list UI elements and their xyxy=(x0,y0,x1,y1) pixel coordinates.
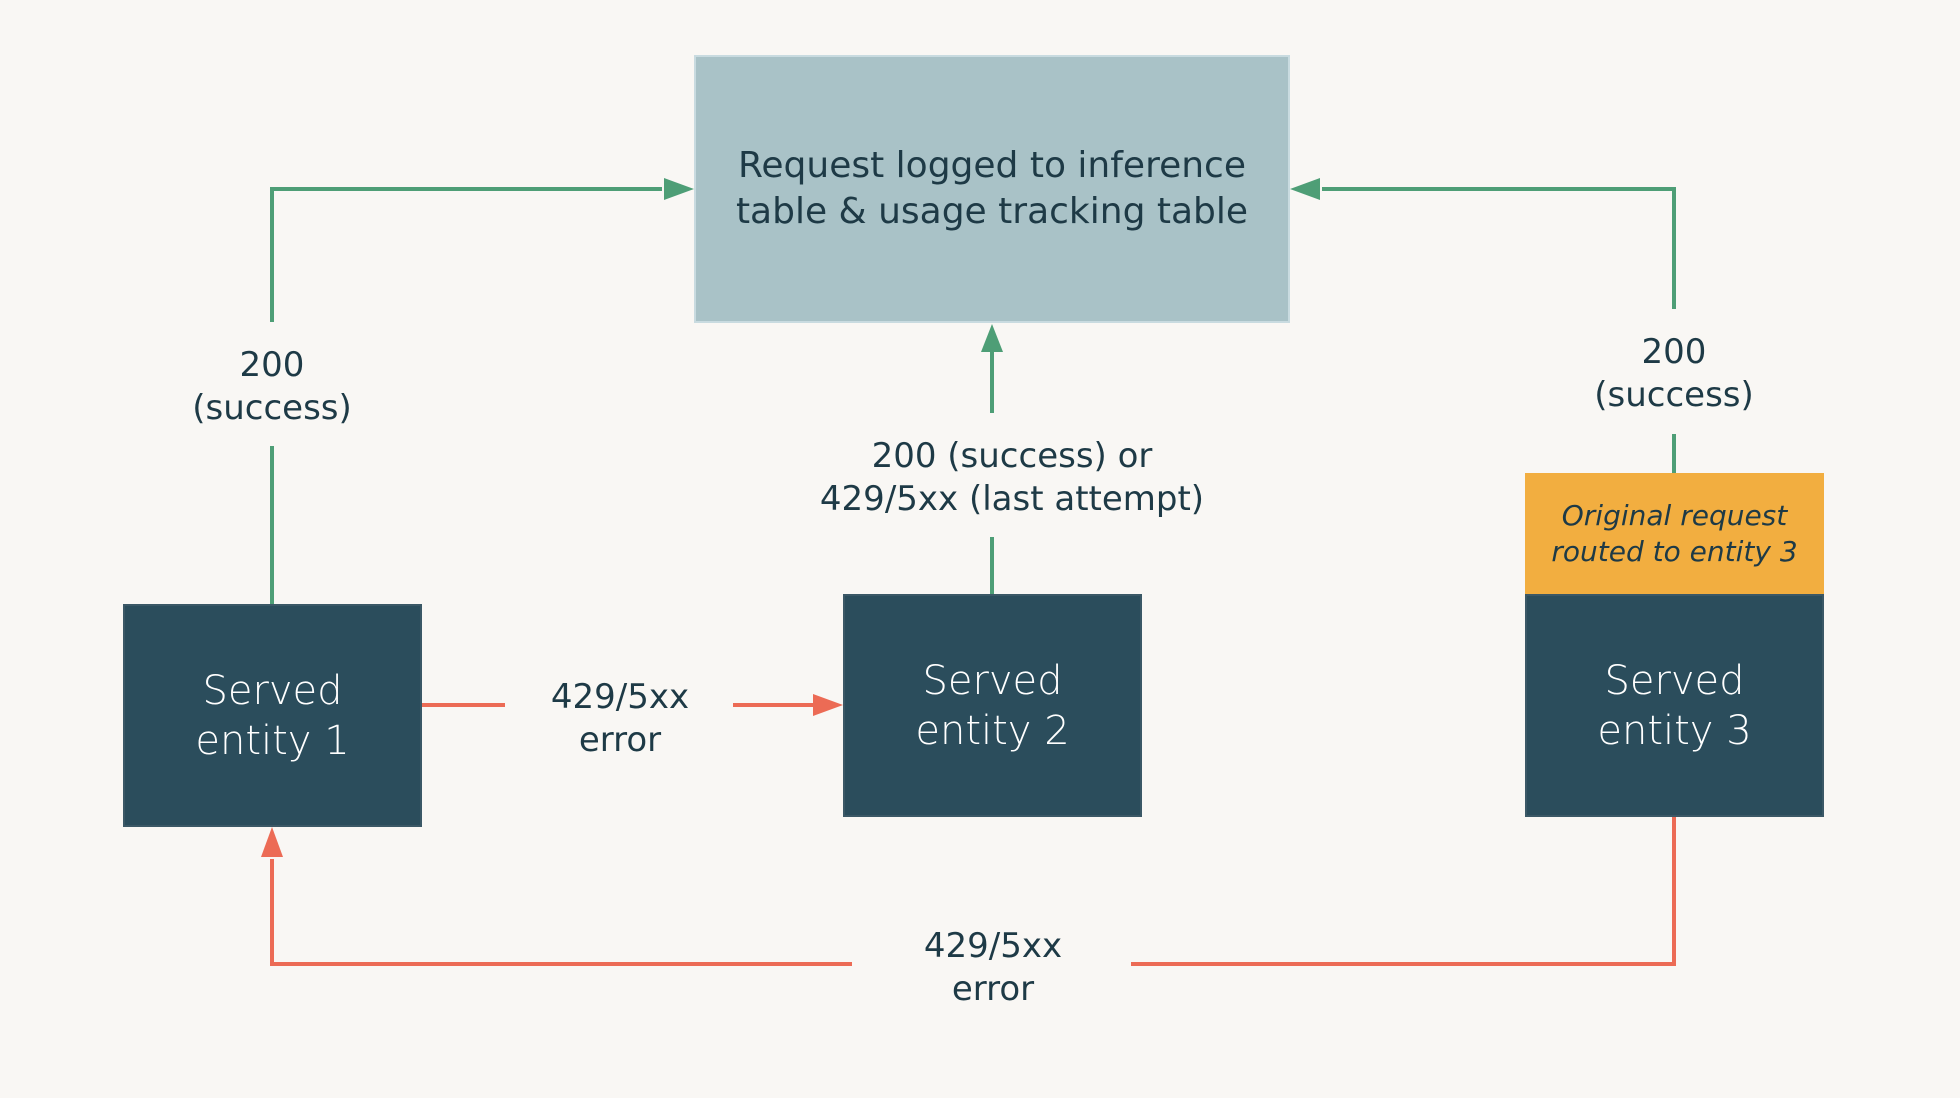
entity3-error-arrow xyxy=(270,859,852,966)
served-entity-3-box: Served entity 3 xyxy=(1525,594,1824,817)
entity2-result-arrowhead xyxy=(981,324,1003,352)
original-request-note: Original request routed to entity 3 xyxy=(1525,473,1824,594)
original-request-note-text: Original request routed to entity 3 xyxy=(1551,498,1798,568)
served-entity-1-label: Served entity 1 xyxy=(195,667,350,764)
entity3-error-label: 429/5xx error xyxy=(873,925,1113,1011)
entity1-success-arrowhead xyxy=(664,178,694,200)
entity1-success-label: 200 (success) xyxy=(172,344,372,430)
entity1-error-label: 429/5xx error xyxy=(510,676,730,762)
served-entity-2-label: Served entity 2 xyxy=(915,657,1070,754)
entity3-success-arrow xyxy=(1322,187,1676,309)
inference-log-text: Request logged to inference table & usag… xyxy=(735,145,1249,232)
served-entity-1-box: Served entity 1 xyxy=(123,604,422,827)
served-entity-3-label: Served entity 3 xyxy=(1597,657,1752,754)
entity3-error-arrowhead xyxy=(261,827,283,857)
entity1-success-arrow xyxy=(270,187,662,322)
served-entity-2-box: Served entity 2 xyxy=(843,594,1142,817)
inference-log-box: Request logged to inference table & usag… xyxy=(694,55,1290,323)
entity3-success-arrowhead xyxy=(1290,178,1320,200)
entity3-success-label: 200 (success) xyxy=(1574,331,1774,417)
entity2-result-label: 200 (success) or 429/5xx (last attempt) xyxy=(812,435,1212,521)
entity1-error-arrowhead xyxy=(813,694,843,716)
entity3-error-connector xyxy=(1131,817,1676,966)
